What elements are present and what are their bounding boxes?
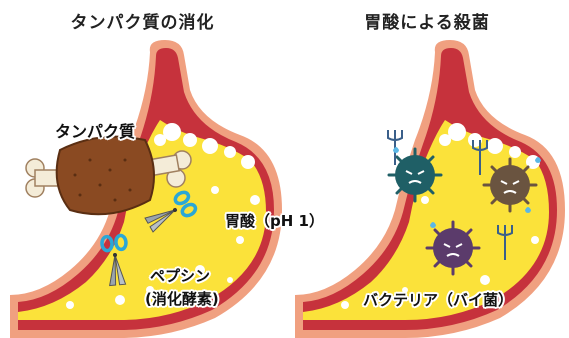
protein-label: タンパク質 [55,118,135,142]
bacteria-label: バクテリア（バイ菌） [363,289,513,310]
bacteria-icon [484,159,536,211]
bacteria-icon [389,149,441,201]
protein-digestion-panel: タンパク質の消化 [0,0,285,338]
sterilization-panel: 胃酸による殺菌 [285,0,569,338]
pepsin-label: ペプシン [150,265,210,286]
pepsin-note-label: (消化酵素) [145,288,219,309]
bacteria-icon [427,222,479,274]
stomach-illustration-right [285,0,569,338]
stomach-illustration-left [0,0,285,338]
